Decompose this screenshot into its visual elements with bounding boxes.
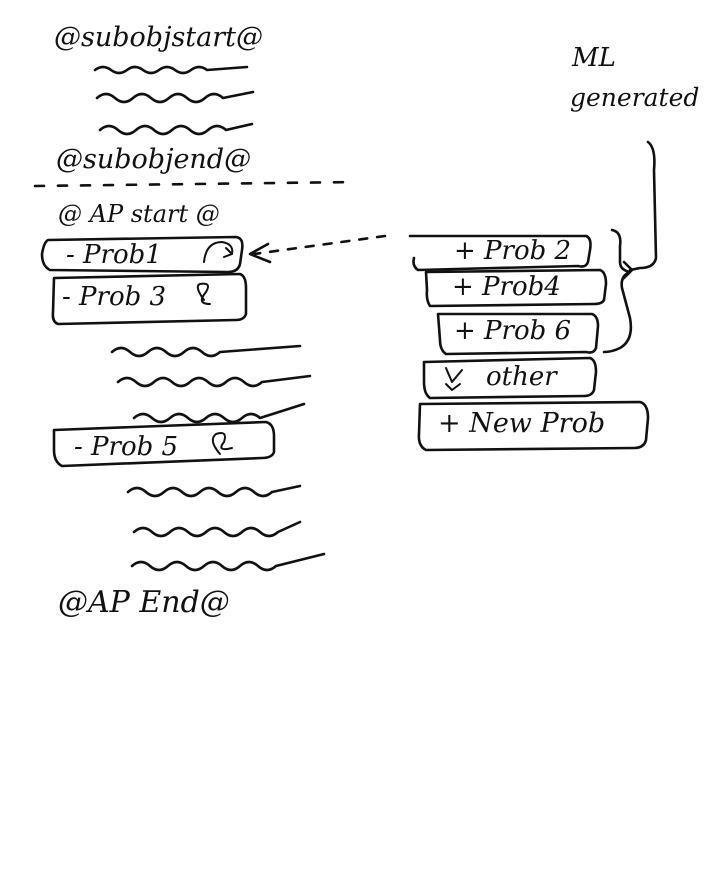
placeholder-squiggle [130,552,326,572]
placeholder-squiggle [132,402,306,424]
prob-2-label: + Prob 2 [454,236,572,266]
chevron-down-icon [445,367,463,383]
prob-1-label: - Prob1 [66,240,162,270]
prob-5-label: - Prob 5 [74,432,179,462]
subobj-start-marker: @subobjstart@ [54,22,263,53]
placeholder-squiggle [98,122,254,136]
prob-3-box [51,272,248,326]
new-prob-label: + New Prob [438,408,606,439]
prob-5-box [52,420,276,468]
prob-4-label: + Prob4 [452,272,561,302]
placeholder-squiggle [126,484,302,498]
prob-6-box [436,312,600,356]
prob-3-label: - Prob 3 [62,282,167,312]
move-arrow-head [248,242,272,264]
other-label: other [486,362,557,392]
chevron-down-icon [445,383,461,391]
prob-2-box [408,234,592,272]
prob-4-box [424,268,608,308]
prob-6-label: + Prob 6 [454,316,572,346]
section-divider [33,180,357,188]
ml-annotation-line2: generated [570,83,700,112]
placeholder-squiggle [110,344,302,358]
redo-arrow-icon [196,282,211,305]
prob-1-box [40,235,244,274]
placeholder-squiggle [93,65,249,75]
placeholder-squiggle [132,520,302,538]
group-brace [602,228,633,354]
subobj-end-marker: @subobjend@ [56,144,252,175]
redo-arrow-icon [203,241,234,263]
annotation-arrow-head [622,260,634,280]
move-arrow [252,234,387,256]
placeholder-squiggle [116,374,312,388]
ml-annotation-line1: ML [572,43,616,73]
ap-start-marker: @ AP start @ [58,200,220,228]
new-prob-box [417,400,650,452]
redo-arrow-icon [211,432,233,455]
other-box [422,356,598,400]
ap-end-marker: @AP End@ [58,585,230,620]
annotation-arrow [628,140,658,272]
placeholder-squiggle [95,90,255,104]
